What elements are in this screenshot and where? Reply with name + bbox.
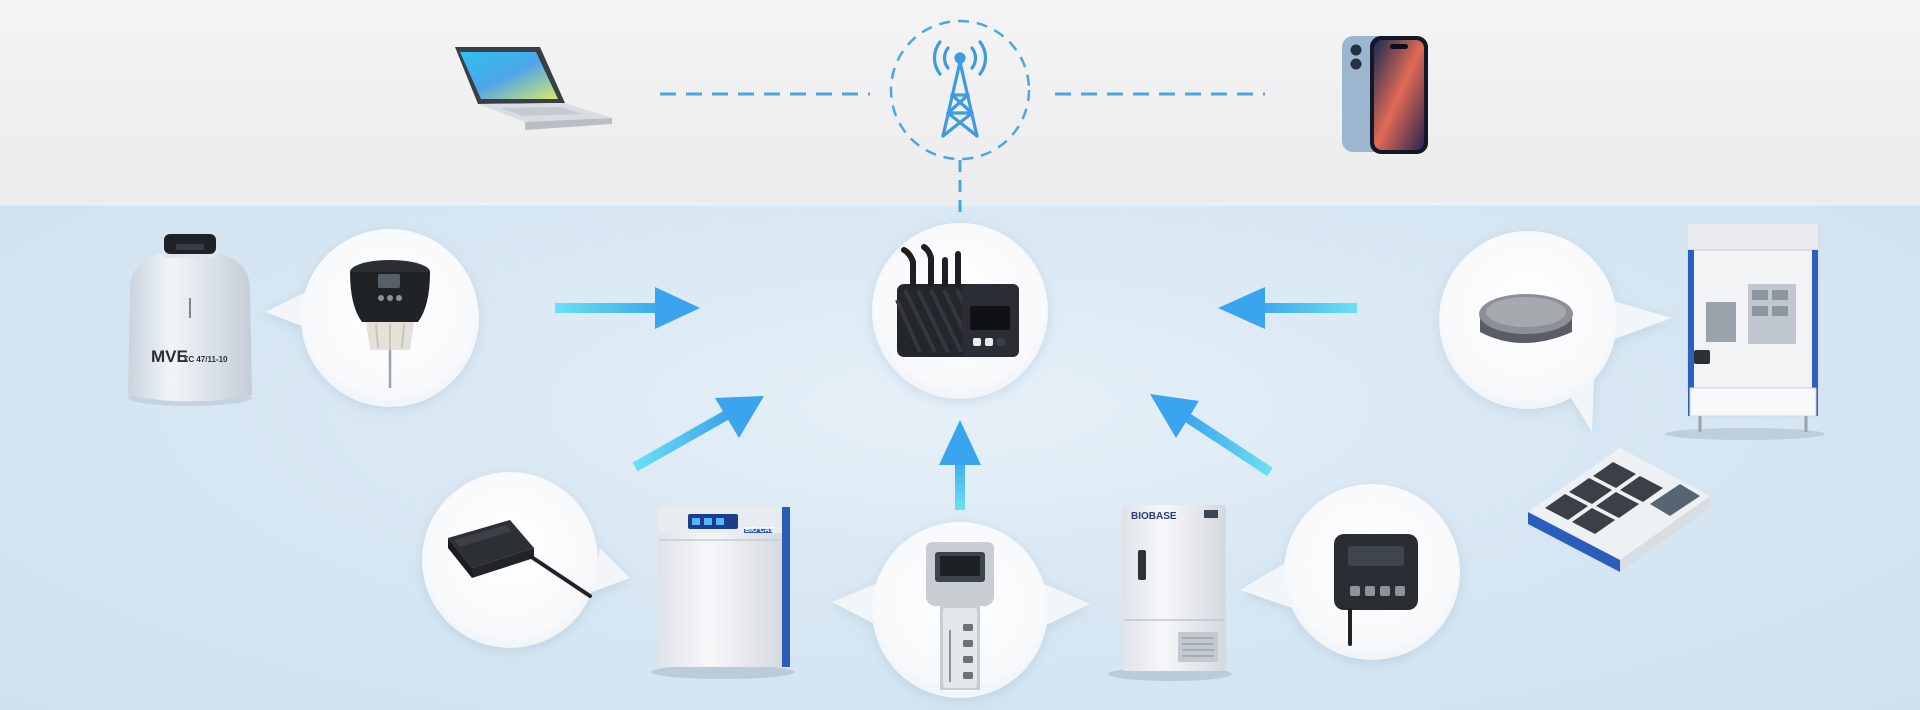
dewar-brand-label: MVE (151, 347, 188, 366)
biosafety-cabinet-icon (1665, 224, 1825, 440)
laptop-icon (455, 47, 612, 130)
incubator-brand-label: BIO CAT (745, 527, 774, 534)
liquid-nitrogen-dewar-icon: MVE XC 47/11-10 (128, 234, 252, 406)
cell-tower-icon (932, 40, 988, 138)
handheld-monitor-icon (926, 542, 994, 690)
arrow-incubator-to-gateway (632, 396, 764, 472)
freezer-brand-label: BIOBASE (1131, 511, 1177, 522)
arrow-cabinet-to-gateway (1218, 287, 1357, 329)
arrow-freezer-to-gateway (1150, 394, 1273, 477)
multi-chamber-incubator-icon (1528, 448, 1710, 572)
dewar-level-sensor-icon (350, 260, 430, 388)
round-puck-sensor-icon (1479, 294, 1573, 343)
temperature-probe-sensor-icon (448, 520, 592, 598)
smartphone-icon (1342, 36, 1428, 154)
wall-temperature-display-icon (1334, 534, 1418, 646)
incubator-icon (651, 507, 795, 679)
gateway-hub-icon (895, 244, 1019, 357)
arrow-handheld-to-gateway (939, 420, 981, 510)
arrow-dewar-to-gateway (555, 287, 700, 329)
ultra-low-freezer-icon: BIOBASE (1108, 505, 1232, 681)
tower-dashed-ring (889, 19, 1031, 161)
dewar-model-label: XC 47/11-10 (183, 355, 228, 364)
